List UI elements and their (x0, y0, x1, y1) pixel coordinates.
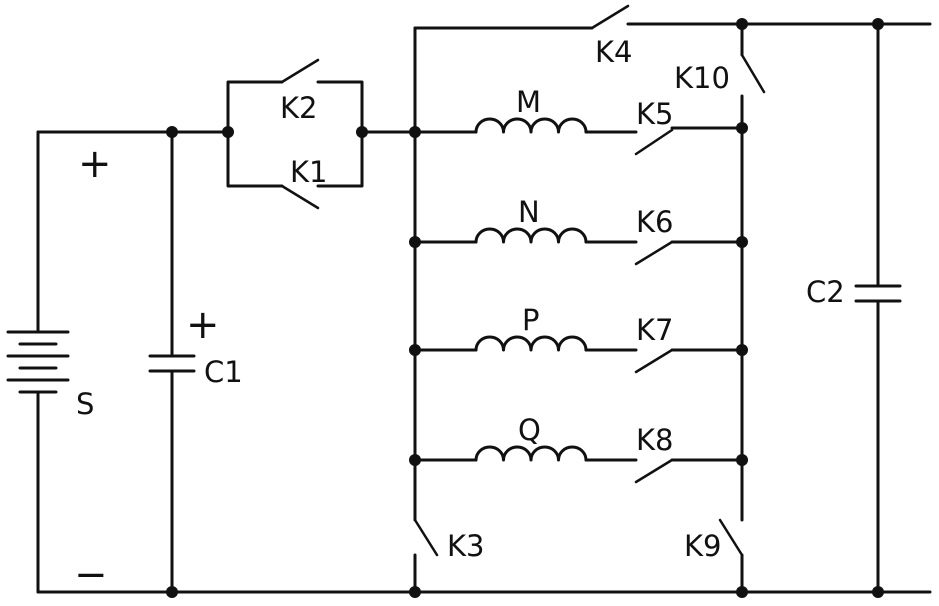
junction-block-right (356, 126, 368, 138)
wire-k2-branch (228, 82, 282, 132)
junction-c1-top (166, 126, 178, 138)
junction-block-left (222, 126, 234, 138)
junction-bus-q (409, 454, 421, 466)
capacitor-c2 (856, 286, 900, 301)
label-k5: K5 (636, 97, 673, 131)
label-c1: C1 (204, 355, 243, 389)
label-n: N (518, 195, 540, 229)
label-c1-plus: + (186, 302, 220, 348)
switch-k4-blade (592, 6, 628, 28)
switch-k3-blade (415, 520, 437, 555)
junction-right-m (736, 122, 748, 134)
switch-k7-blade (636, 350, 672, 372)
junction-bus-p (409, 344, 421, 356)
label-source: S (76, 387, 94, 421)
junction-right-top (736, 18, 748, 30)
wire-k1-branch (228, 132, 282, 186)
switch-k5-blade (636, 130, 672, 154)
label-k9: K9 (684, 529, 721, 563)
switch-k1-blade (282, 186, 318, 208)
label-k8: K8 (636, 423, 673, 457)
label-k6: K6 (636, 205, 673, 239)
label-k2: K2 (280, 91, 317, 125)
inductor-q (476, 447, 586, 460)
junction-c2-bottom (872, 586, 884, 598)
wire-k2-right (318, 82, 362, 132)
label-k4: K4 (595, 35, 632, 69)
label-k3: K3 (447, 529, 484, 563)
switch-k10-blade (742, 55, 764, 92)
label-q: Q (518, 413, 541, 447)
junction-right-bottom (736, 586, 748, 598)
label-k1: K1 (290, 155, 327, 189)
label-p: P (522, 303, 540, 337)
junction-c2-top (872, 18, 884, 30)
label-k7: K7 (636, 313, 673, 347)
labels: + − S + C1 C2 K2 K1 K4 K10 M N P Q K5 K6… (74, 35, 845, 598)
label-m: M (516, 85, 541, 119)
label-k10: K10 (674, 61, 730, 95)
junction-bus-m (409, 126, 421, 138)
switch-k2-blade (282, 60, 318, 82)
inductor-n (476, 229, 586, 242)
inductor-m (476, 119, 586, 132)
junction-bus-bottom (409, 586, 421, 598)
junction-right-n (736, 236, 748, 248)
switch-k8-blade (636, 460, 672, 482)
label-c2: C2 (806, 275, 845, 309)
switch-k6-blade (636, 242, 672, 264)
wires (38, 24, 930, 592)
inductor-p (476, 337, 586, 350)
capacitor-c1 (150, 356, 194, 371)
battery-s (8, 332, 68, 392)
junction-bus-n (409, 236, 421, 248)
switch-k9-blade (720, 520, 742, 555)
label-source-plus: + (78, 141, 112, 187)
junction-c1-bottom (166, 586, 178, 598)
junction-right-q (736, 454, 748, 466)
junction-right-p (736, 344, 748, 356)
inductors (476, 119, 586, 460)
label-source-minus: − (74, 552, 108, 598)
